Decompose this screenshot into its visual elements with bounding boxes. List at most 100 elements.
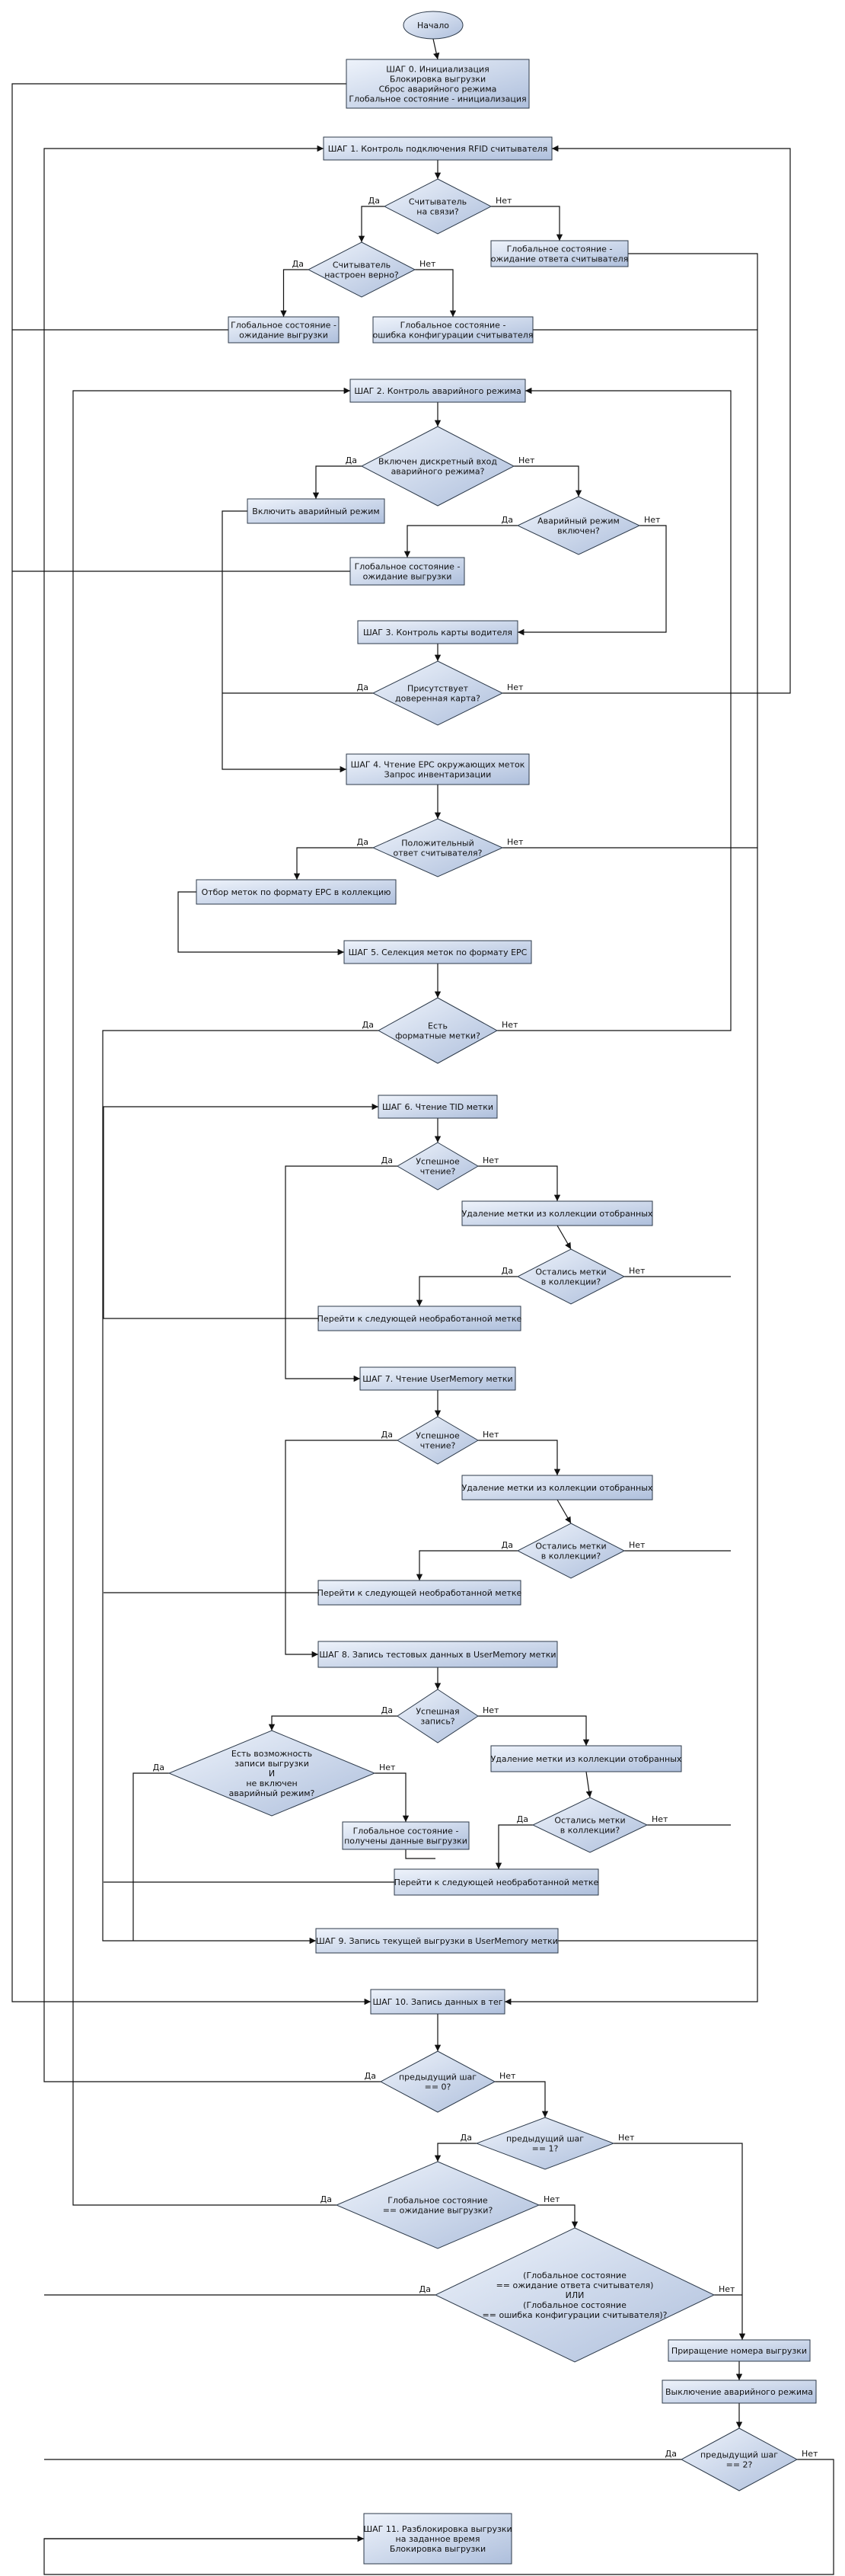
edge-d3-to-r1 xyxy=(312,465,362,499)
node-d13-shape xyxy=(167,1730,376,1817)
node-d1-shape xyxy=(383,178,493,235)
node-g4-line-0: Глобальное состояние - xyxy=(355,562,461,572)
edge-r7-to-d14 xyxy=(585,1771,592,1798)
node-d19: предыдущий шаг== 2? xyxy=(680,2427,799,2491)
edge-d15-to-d16 xyxy=(495,2081,549,2117)
node-s0-line-3: Глобальное состояние - инициализация xyxy=(349,94,526,104)
node-d4-shape xyxy=(516,496,641,555)
node-r4: Перейти к следующей необработанной метке xyxy=(317,1306,522,1331)
node-r2: Отбор меток по формату EPC в коллекцию xyxy=(196,879,397,905)
edge-label-d11-s2: Нет xyxy=(629,1540,646,1550)
node-d18-line-1: == ожидание ответа считывателя) xyxy=(496,2280,654,2290)
node-s4-line-0: ШАГ 4. Чтение EPC окружающих меток xyxy=(351,760,525,770)
node-r8: Перейти к следующей необработанной метке xyxy=(394,1868,599,1896)
edge-label-d13-g5: Нет xyxy=(379,1763,396,1772)
node-r6-shape xyxy=(317,1580,521,1606)
node-s8-label: ШАГ 8. Запись тестовых данных в UserMemo… xyxy=(319,1650,556,1660)
node-r3-label: Удаление метки из коллекции отобранных xyxy=(462,1209,653,1219)
node-s11-line-0: ШАГ 11. Разблокировка выгрузки xyxy=(363,2524,512,2534)
node-s4-line-1: Запрос инвентаризации xyxy=(384,770,492,780)
edge-label-d9-r4: Да xyxy=(502,1266,513,1276)
node-r1-label: Включить аварийный режим xyxy=(252,507,379,516)
edge-label-d7-s9: Да xyxy=(362,1020,374,1030)
node-r7-line-0: Удаление метки из коллекции отобранных xyxy=(491,1754,682,1764)
node-s6-line-0: ШАГ 6. Чтение TID метки xyxy=(382,1102,493,1112)
node-s0-line-2: Сброс аварийного режима xyxy=(379,85,497,94)
node-r5-shape xyxy=(461,1475,653,1501)
node-d5-line-0: Присутствует xyxy=(407,684,469,694)
node-d15-line-0: предыдущий шаг xyxy=(399,2073,477,2082)
node-s3-line-0: ШАГ 3. Контроль карты водителя xyxy=(363,628,512,638)
node-s0-line-1: Блокировка выгрузки xyxy=(390,75,486,85)
node-d17-line-0: Глобальное состояние xyxy=(387,2196,488,2206)
node-d17-line-1: == ожидание выгрузки? xyxy=(383,2206,493,2216)
edge-d12-to-d13 xyxy=(268,1715,397,1731)
node-d16-shape xyxy=(475,2117,615,2170)
node-d4-line-1: включен? xyxy=(557,526,600,536)
node-d1-line-0: Считыватель xyxy=(409,197,467,207)
node-r9: Приращение номера выгрузки xyxy=(668,2339,811,2362)
node-r2-line-0: Отбор меток по формату EPC в коллекцию xyxy=(202,887,391,897)
node-d18: (Глобальное состояние == ожидание ответа … xyxy=(434,2227,716,2363)
node-s1-shape xyxy=(323,136,553,161)
node-r4-label: Перейти к следующей необработанной метке xyxy=(317,1314,522,1324)
node-d12-line-1: запись? xyxy=(420,1717,454,1727)
node-g2-line-0: Глобальное состояние - xyxy=(231,321,336,331)
node-d18-line-4: == ошибка конфигурации считывателя)? xyxy=(483,2310,668,2320)
node-r4-line-0: Перейти к следующей необработанной метке xyxy=(317,1314,522,1324)
edge-d5-to-s1 xyxy=(502,145,791,694)
edge-d15-to-s1 xyxy=(43,145,381,2082)
node-s10: ШАГ 10. Запись данных в тег xyxy=(370,1989,505,2015)
edge-d6-to-r2 xyxy=(293,847,373,880)
node-d8-shape xyxy=(397,1142,479,1191)
edge-label-d19-s11: Нет xyxy=(802,2449,818,2459)
node-d19-shape xyxy=(680,2427,799,2491)
node-s4-shape xyxy=(346,753,530,785)
node-r9-label: Приращение номера выгрузки xyxy=(671,2346,807,2356)
node-r5-label: Удаление метки из коллекции отобранных xyxy=(462,1483,653,1493)
edge-start-to-s0 xyxy=(432,38,440,60)
edge-d2-to-g3 xyxy=(415,269,457,317)
node-d4-line-0: Аварийный режим xyxy=(537,516,620,526)
edge-d13-to-s9 xyxy=(132,1772,169,1941)
node-d12-line-0: Успешная xyxy=(416,1707,459,1717)
node-s1-line-0: ШАГ 1. Контроль подключения RFID считыва… xyxy=(328,144,548,154)
node-d7-line-0: Есть xyxy=(428,1021,448,1031)
node-g5: Глобальное состояние -получены данные вы… xyxy=(342,1821,470,1850)
node-r7-label: Удаление метки из коллекции отобранных xyxy=(491,1754,682,1764)
edge-label-d5-s4: Да xyxy=(357,682,368,692)
edge-d3-to-d4 xyxy=(514,465,582,497)
edge-d4-to-s3 xyxy=(518,525,667,636)
edge-label-d16-r9: Нет xyxy=(618,2133,635,2143)
node-start-line-0: Начало xyxy=(417,21,449,30)
node-d8-line-0: Успешное xyxy=(416,1157,460,1167)
node-r5: Удаление метки из коллекции отобранных xyxy=(461,1475,653,1501)
node-d3-line-1: аварийного режима? xyxy=(391,467,485,477)
node-start-label: Начало xyxy=(417,21,449,30)
node-g1-shape xyxy=(490,240,629,267)
node-s9-shape xyxy=(315,1928,559,1954)
edge-d13-to-g5 xyxy=(375,1772,410,1822)
node-s10-label: ШАГ 10. Запись данных в тег xyxy=(373,1997,503,2007)
node-d18-line-3: (Глобальное состояние xyxy=(523,2300,627,2310)
node-r9-line-0: Приращение номера выгрузки xyxy=(671,2346,807,2356)
node-r8-shape xyxy=(394,1868,599,1896)
node-g1-line-1: ожидание ответа считывателя xyxy=(491,254,629,264)
node-s7: ШАГ 7. Чтение UserMemory метки xyxy=(359,1366,516,1391)
edge-label-d15-d16: Нет xyxy=(499,2071,516,2081)
node-s11-line-1: на заданное время xyxy=(396,2534,480,2544)
node-s8-line-0: ШАГ 8. Запись тестовых данных в UserMemo… xyxy=(319,1650,556,1660)
edge-label-d11-r6: Да xyxy=(502,1540,513,1550)
